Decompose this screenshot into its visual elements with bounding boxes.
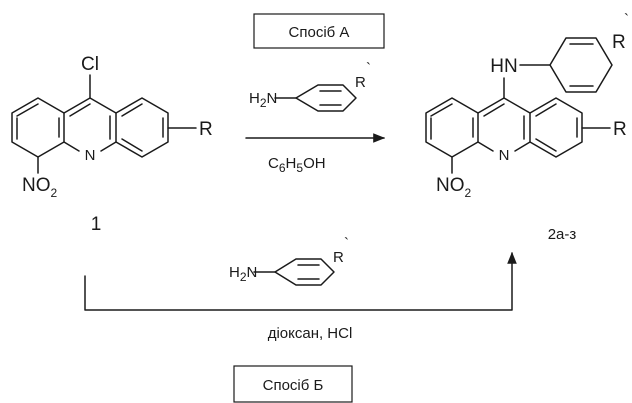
reagent-top-substituent: R: [355, 74, 366, 91]
reagent-top-prime: `: [366, 60, 371, 77]
reactant-compound-number: 1: [91, 214, 102, 235]
product-aryl-substituent: R: [612, 32, 626, 53]
reagent-aniline-bottom: [253, 258, 335, 286]
reactant-nitro: NO2: [22, 175, 58, 200]
product-nitro: NO2: [436, 175, 472, 200]
product-substituent: R: [613, 119, 627, 140]
product-acridine: [425, 37, 613, 174]
product-prime: `: [624, 11, 629, 28]
method-a-label: Спосіб А: [289, 24, 350, 41]
reactant-chloro: Cl: [81, 54, 99, 75]
product-amino: HN: [490, 56, 517, 77]
reactant-ring-nitrogen: N: [85, 147, 96, 164]
reactant-acridine: [11, 74, 197, 174]
method-b-box: Спосіб Б: [233, 365, 353, 403]
method-b-label: Спосіб Б: [263, 377, 324, 394]
reagent-bottom-prime: `: [344, 235, 349, 252]
reagent-bottom-substituent: R: [333, 249, 344, 266]
reagent-aniline-top: [274, 84, 357, 112]
method-b-arrow: [84, 251, 517, 311]
condition-b-text: діоксан, HCl: [268, 325, 353, 342]
product-ring-nitrogen: N: [499, 147, 510, 164]
condition-a-solvent: C6H5OH: [268, 155, 326, 175]
reagent-top-amine: H2N: [249, 90, 277, 110]
reactant-substituent: R: [199, 119, 213, 140]
method-a-box: Спосіб А: [253, 13, 385, 49]
reagent-bottom-amine: H2N: [229, 264, 257, 284]
product-compound-label: 2а-з: [548, 226, 577, 243]
